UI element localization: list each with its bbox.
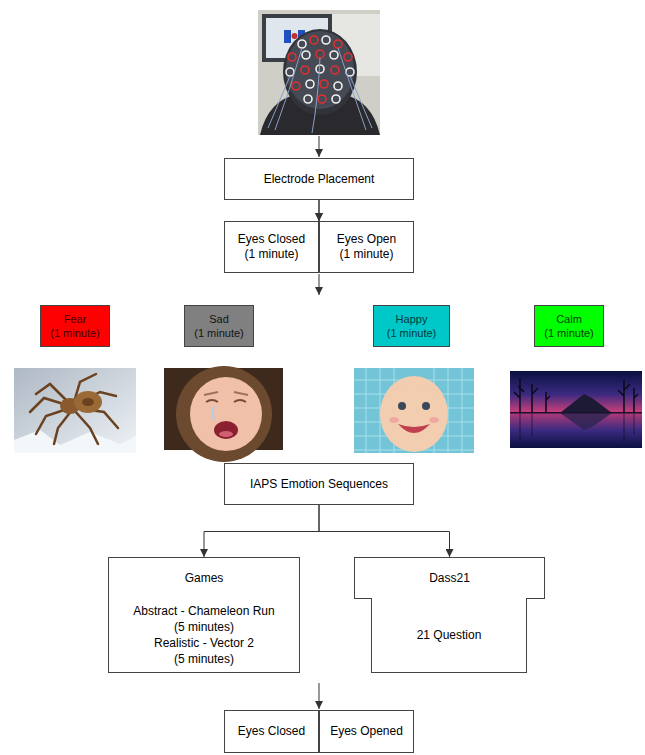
box-label: (5 minutes) bbox=[174, 651, 234, 667]
box-label: Sad bbox=[209, 312, 229, 326]
process-box: Abstract - Chameleon Run(5 minutes)Reali… bbox=[108, 598, 300, 673]
crying-baby-photo bbox=[164, 366, 283, 462]
box-label: (5 minutes) bbox=[174, 619, 234, 635]
box-label: 21 Question bbox=[417, 628, 482, 643]
box-label: (1 minute) bbox=[50, 326, 100, 340]
box-label: Eyes Closed bbox=[238, 232, 305, 247]
box-label: (1 minute) bbox=[387, 326, 437, 340]
box-label: Eyes Opened bbox=[330, 724, 403, 739]
process-box: Fear(1 minute) bbox=[40, 305, 110, 347]
box-label: (1 minute) bbox=[339, 247, 393, 262]
spider-photo bbox=[14, 368, 136, 453]
box-label: (1 minute) bbox=[544, 326, 594, 340]
box-label: Games bbox=[185, 571, 224, 586]
process-box: Dass21 bbox=[354, 557, 545, 599]
process-box: IAPS Emotion Sequences bbox=[224, 463, 414, 505]
process-box: Games bbox=[108, 557, 300, 599]
box-label: (1 minute) bbox=[194, 326, 244, 340]
flow-arrow bbox=[204, 505, 319, 557]
process-box: Eyes Closed bbox=[224, 710, 319, 753]
process-box: Eyes Opened bbox=[319, 710, 414, 753]
flow-arrow bbox=[319, 200, 320, 221]
box-label: IAPS Emotion Sequences bbox=[250, 477, 388, 492]
lake-landscape-photo bbox=[510, 371, 642, 448]
flow-arrow bbox=[319, 200, 320, 221]
box-label: Calm bbox=[556, 312, 582, 326]
box-label: (1 minute) bbox=[244, 247, 298, 262]
flow-arrow bbox=[319, 505, 450, 557]
process-box: Eyes Closed(1 minute) bbox=[224, 221, 319, 273]
box-label: Happy bbox=[396, 312, 428, 326]
box-label: Electrode Placement bbox=[264, 172, 375, 187]
process-box: 21 Question bbox=[371, 598, 527, 673]
happy-baby-photo bbox=[354, 368, 474, 453]
eeg-photo bbox=[258, 10, 380, 135]
process-box: Calm(1 minute) bbox=[534, 305, 604, 347]
process-box: Sad(1 minute) bbox=[184, 305, 254, 347]
box-label: Eyes Open bbox=[337, 232, 396, 247]
process-box: Happy(1 minute) bbox=[373, 305, 450, 347]
process-box: Electrode Placement bbox=[224, 158, 414, 200]
box-label: Dass21 bbox=[429, 571, 470, 586]
process-box: Eyes Open(1 minute) bbox=[319, 221, 414, 273]
box-label: Fear bbox=[64, 312, 87, 326]
box-label: Eyes Closed bbox=[238, 724, 305, 739]
box-label: Abstract - Chameleon Run bbox=[133, 603, 274, 619]
box-label: Realistic - Vector 2 bbox=[154, 635, 254, 651]
